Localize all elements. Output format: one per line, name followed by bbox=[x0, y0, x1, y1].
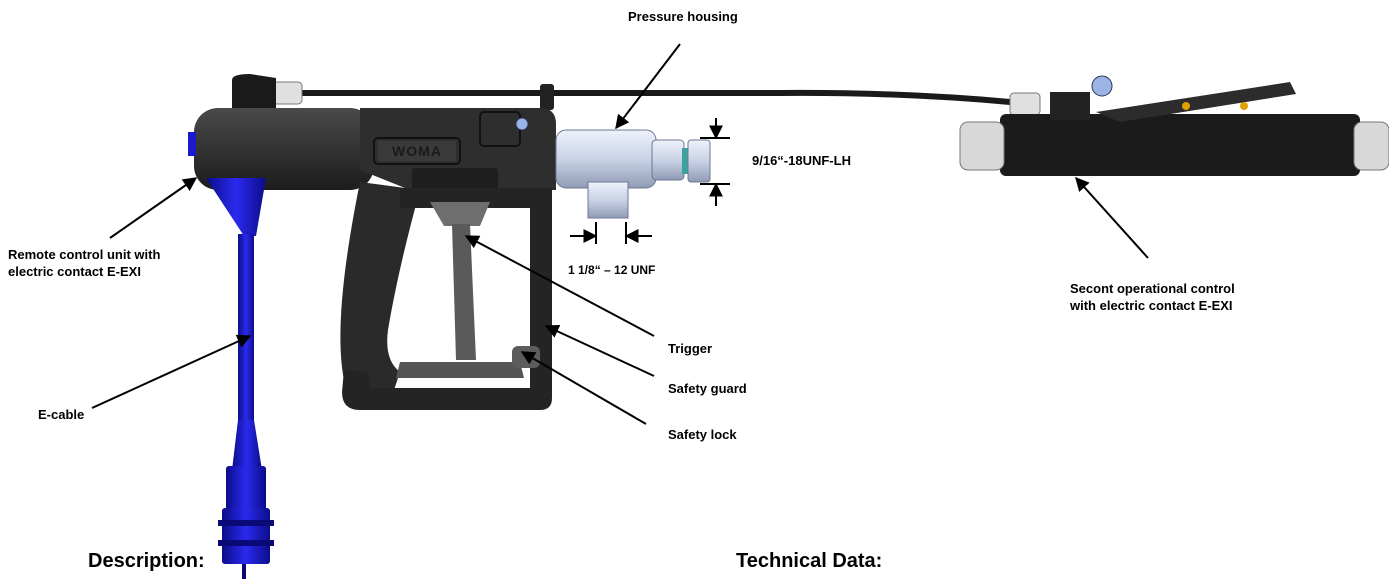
arrow-remote-control bbox=[109, 177, 198, 239]
callout-arrows bbox=[91, 43, 1149, 425]
label-trigger: Trigger bbox=[668, 341, 713, 356]
arrow-safety-guard bbox=[544, 324, 655, 377]
label-remote-control: Remote control unit with electric contac… bbox=[8, 247, 161, 279]
remote-control-unit bbox=[188, 74, 374, 190]
label-safety-guard: Safety guard bbox=[668, 381, 747, 396]
arrow-safety-lock bbox=[520, 351, 647, 425]
gun-grip bbox=[340, 182, 420, 397]
trigger bbox=[396, 202, 540, 378]
label-pressure-housing: Pressure housing bbox=[628, 9, 738, 24]
e-cable bbox=[206, 178, 274, 579]
arrow-pressure-housing bbox=[615, 43, 681, 130]
arrow-second-control bbox=[1075, 176, 1149, 259]
safety-guard bbox=[342, 188, 552, 410]
woma-logo: WOMA bbox=[378, 141, 456, 161]
arrow-e-cable bbox=[91, 334, 252, 409]
label-second-control: Secont operational control with electric… bbox=[1070, 281, 1235, 313]
hose-clip bbox=[540, 84, 554, 110]
arrow-trigger bbox=[464, 235, 655, 337]
heading-description: Description: bbox=[88, 550, 205, 572]
label-thread-inlet: 1 1/8“ – 12 UNF bbox=[568, 263, 656, 277]
gun-body bbox=[360, 108, 556, 192]
heading-technical-data: Technical Data: bbox=[736, 550, 883, 572]
label-safety-lock: Safety lock bbox=[668, 427, 737, 442]
dimension-inlet bbox=[570, 222, 652, 244]
hose-fitting-right bbox=[1009, 92, 1041, 116]
hose bbox=[300, 89, 1011, 105]
label-thread-outlet: 9/16“-18UNF-LH bbox=[752, 153, 851, 168]
dimension-outlet bbox=[700, 118, 730, 206]
pressure-housing bbox=[555, 129, 711, 219]
label-e-cable: E-cable bbox=[38, 407, 85, 422]
second-control bbox=[959, 75, 1389, 176]
hose-fitting-left bbox=[271, 81, 303, 105]
